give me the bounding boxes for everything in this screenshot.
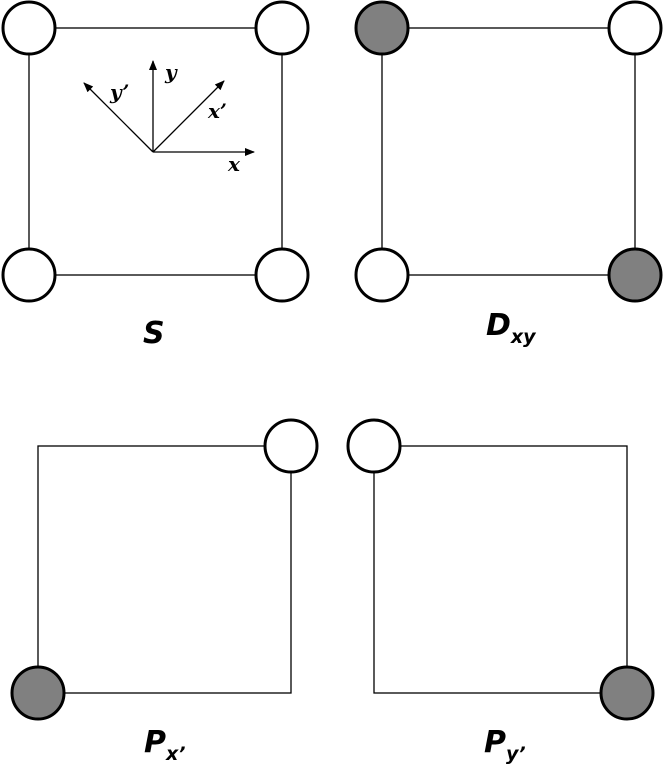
- panel-label-py: Py’: [484, 725, 526, 765]
- panel-label-px: Px’: [144, 725, 185, 765]
- square-frame: [28, 27, 283, 276]
- label-subscript: xy: [510, 326, 537, 348]
- site-circle-top-left: [354, 0, 410, 56]
- panel-label-dxy: Dxy: [486, 308, 537, 348]
- panel-px: Px’: [10, 418, 319, 765]
- site-circle-bottom-right: [607, 247, 663, 303]
- panel-dxy: Dxy: [354, 0, 663, 348]
- site-circle-bottom-left: [10, 665, 66, 721]
- x-prime-axis-label: x’: [207, 99, 227, 123]
- site-circle-bottom-left: [354, 247, 410, 303]
- y-prime-axis-label: y’: [109, 80, 129, 104]
- panel-s: x y x’ y’ S: [1, 0, 310, 351]
- y-axis-label: y: [164, 60, 178, 84]
- square-frame: [381, 27, 636, 276]
- label-main: P: [144, 725, 166, 760]
- site-circle-top-right: [607, 0, 663, 56]
- panel-py: Py’: [346, 418, 655, 765]
- label-subscript: x’: [165, 743, 185, 765]
- coordinate-axes: x y x’ y’: [83, 60, 255, 176]
- x-prime-axis-arrow: [152, 80, 225, 153]
- label-subscript: y’: [506, 743, 526, 765]
- label-main: D: [486, 308, 511, 343]
- label-main: P: [484, 725, 506, 760]
- site-circle-bottom-right: [599, 665, 655, 721]
- site-circle-bottom-right: [254, 247, 310, 303]
- y-prime-axis-arrow: [83, 82, 154, 153]
- site-circle-bottom-left: [1, 247, 57, 303]
- site-circle-top-right: [254, 0, 310, 56]
- site-circle-top-left: [346, 418, 402, 474]
- panel-label-s: S: [143, 316, 165, 351]
- x-axis-label: x: [227, 152, 241, 176]
- label-main: S: [143, 316, 165, 351]
- square-frame: [37, 445, 292, 694]
- site-circle-top-right: [263, 418, 319, 474]
- site-circle-top-left: [1, 0, 57, 56]
- square-frame: [373, 445, 628, 694]
